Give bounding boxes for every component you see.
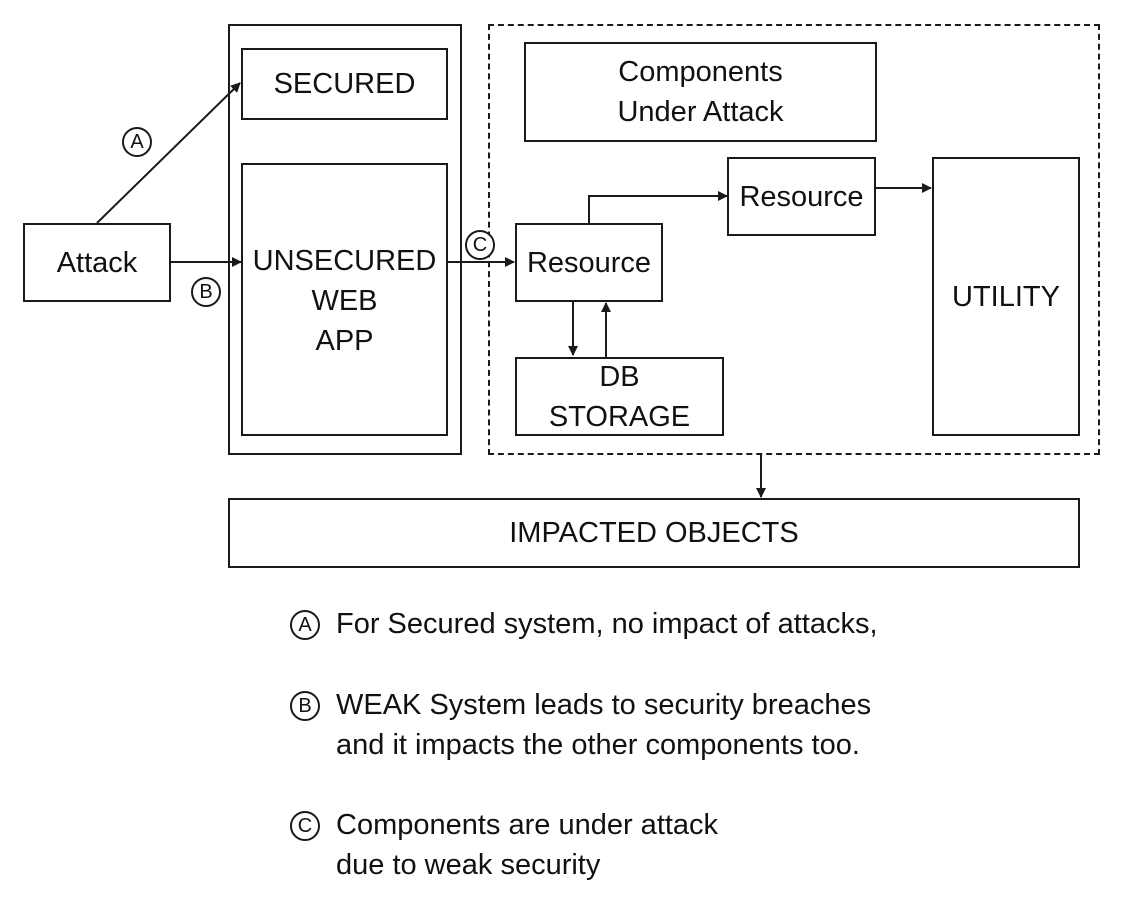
secured-box: SECURED: [241, 48, 448, 120]
web-app-frame: [228, 24, 462, 455]
marker-c: C: [465, 230, 495, 260]
marker-b: B: [191, 277, 221, 307]
legend-marker-b: B: [290, 691, 320, 721]
legend-item-b: B WEAK System leads to security breaches…: [290, 685, 871, 765]
legend-text-b: WEAK System leads to security breaches a…: [336, 689, 872, 761]
legend-text-a: For Secured system, no impact of attacks…: [336, 608, 878, 640]
legend-marker-c: C: [290, 811, 320, 841]
attack-box: Attack: [23, 223, 171, 302]
utility-box: UTILITY: [932, 157, 1080, 436]
impacted-objects-box: IMPACTED OBJECTS: [228, 498, 1080, 568]
legend-item-a: A For Secured system, no impact of attac…: [290, 604, 878, 644]
components-under-attack-box: Components Under Attack: [524, 42, 877, 142]
resource-box-secondary: Resource: [727, 157, 876, 236]
db-storage-box: DB STORAGE: [515, 357, 724, 436]
arrow-attack-to-secured: [96, 82, 241, 224]
legend-text-c: Components are under attack due to weak …: [336, 809, 719, 881]
legend-marker-a: A: [290, 610, 320, 640]
arrow-resource-to-resource: [588, 191, 728, 223]
resource-box-primary: Resource: [515, 223, 663, 302]
marker-a: A: [122, 127, 152, 157]
unsecured-web-app-box: UNSECURED WEB APP: [241, 163, 448, 436]
legend-item-c: C Components are under attack due to wea…: [290, 805, 718, 885]
